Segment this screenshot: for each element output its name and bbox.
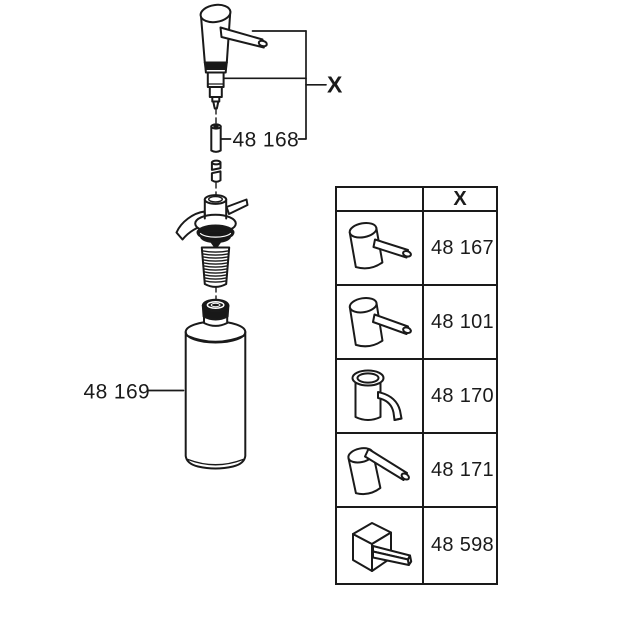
riser-tube-split-drawing [210,159,222,183]
part-number-cell: 48 170 [424,360,496,434]
pump-head-cylindrical-short-spout-icon [348,221,412,270]
table-row-icon-cell [337,508,424,583]
variants-table: X 48 167 48 101 [335,186,498,585]
pump-head-drawing [199,3,268,110]
holder-right-wing [225,198,249,215]
threaded-shank-drawing [200,246,231,288]
pump-head-open-top-curved-spout-icon [351,369,402,421]
label-part-48169: 48 169 [84,381,151,404]
part-number-cell: 48 101 [424,286,496,360]
pump-head-square-spout-icon [351,521,412,572]
soap-bottle-drawing [184,298,247,470]
pump-tube-part-drawing [210,123,222,153]
label-callout-x: X [327,72,343,98]
bottle-seal-cap [201,298,230,321]
table-row-icon-cell [337,286,424,360]
part-number-cell: 48 171 [424,434,496,508]
holder-flange-assembly-drawing [175,194,249,249]
part-number-cell: 48 598 [431,534,494,556]
pump-head-cylindrical-spout-icon [348,296,412,348]
table-row-icon-cell [337,212,424,286]
label-part-48168: 48 168 [233,129,300,152]
pump-head-domed-long-spout-icon [346,447,410,496]
variants-header-x: X [424,188,496,212]
table-row-icon-cell [337,360,424,434]
callout-bracket-x [147,30,327,392]
variants-header-icon-cell [337,188,424,212]
pump-spout [219,26,265,49]
table-row-icon-cell [337,434,424,508]
part-number-cell: 48 167 [424,212,496,286]
